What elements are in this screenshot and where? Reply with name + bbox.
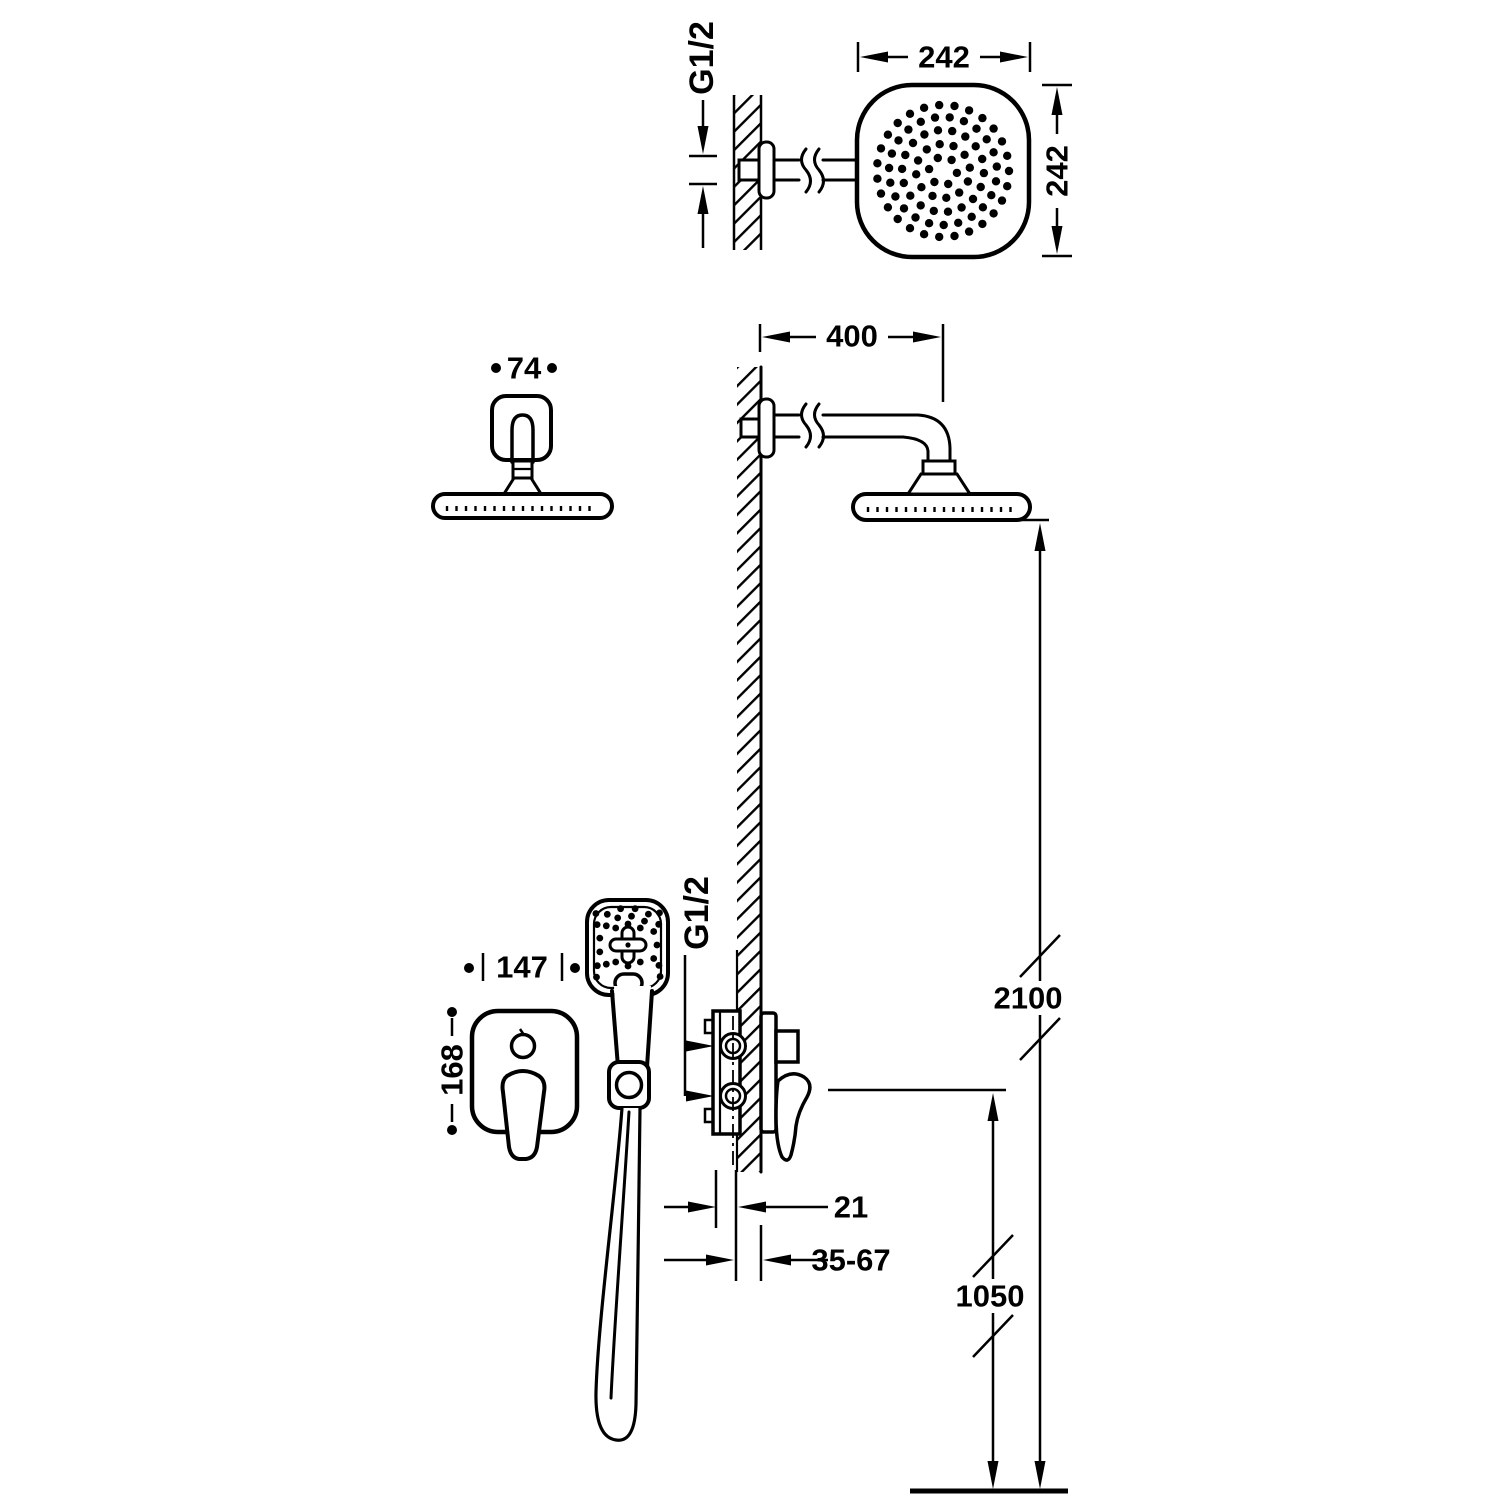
figure-mixer-plate: 147 168 xyxy=(435,950,580,1161)
break-slash-icon xyxy=(972,1314,1014,1358)
shower-arm-side xyxy=(772,402,952,463)
spray-mode-button xyxy=(608,925,648,965)
arrow-down-icon xyxy=(697,126,709,154)
head-collar xyxy=(921,459,957,476)
holder-knob xyxy=(614,1070,644,1100)
nozzle-dashes xyxy=(866,507,1012,512)
hand-shower-handle xyxy=(614,986,651,1067)
pipe-break-icon xyxy=(813,147,825,194)
dim-dot xyxy=(547,363,557,373)
pipe-break-icon xyxy=(800,402,812,449)
pipe-break-icon xyxy=(800,147,812,194)
valve-rough-body xyxy=(711,1009,742,1136)
dim-label-arm-projection: 400 xyxy=(826,319,878,354)
spray-nozzle-dots xyxy=(873,100,1014,242)
head-disc-side xyxy=(851,492,1032,522)
head-cone-side xyxy=(905,472,973,496)
figure-overhead-shower-front: G1/2 xyxy=(683,21,1075,260)
diverter-button xyxy=(509,1032,537,1060)
overhead-shower-face xyxy=(854,82,1032,260)
dim-plate-width: 147 xyxy=(464,950,580,985)
valve-trim-side xyxy=(759,1011,778,1134)
nozzle-dashes xyxy=(445,506,591,511)
thread-bracket xyxy=(683,955,714,1102)
arm-top-view xyxy=(510,413,535,464)
dim-label-head-height: 242 xyxy=(1040,145,1075,197)
mixer-lever-front xyxy=(500,1069,547,1161)
arm-flange xyxy=(757,397,776,459)
wall-pipe-stub xyxy=(737,158,762,182)
pipe-break-icon xyxy=(813,402,825,449)
wall-pipe-stub xyxy=(739,417,762,439)
hand-spray-dots xyxy=(592,905,664,981)
dim-dot xyxy=(491,363,501,373)
dim-label-plaster-min: 21 xyxy=(834,1190,868,1225)
figure-hand-shower: G1/2 xyxy=(585,876,716,1442)
dim-plate-height: 168 xyxy=(435,1007,470,1135)
dim-mixer-height: 1050 xyxy=(950,1093,1036,1489)
figure-valve-side: 21 35-67 1050 xyxy=(664,518,1072,1494)
dim-arm-projection: 400 xyxy=(758,319,945,402)
dim-head-height: 242 xyxy=(1040,83,1075,258)
break-slash-icon xyxy=(972,1234,1014,1278)
valve-lever-side xyxy=(774,1072,812,1162)
dim-head-height-floor: 2100 xyxy=(984,518,1072,1489)
figure-overhead-shower-top: 74 xyxy=(431,351,614,520)
break-slash-icon xyxy=(1019,934,1061,978)
dim-label-plate-height: 168 xyxy=(435,1044,470,1096)
dim-label-thread-valve: G1/2 xyxy=(678,876,716,950)
arrow-up-icon xyxy=(697,186,709,214)
dim-plaster-min: 21 xyxy=(664,1170,868,1281)
break-slash-icon xyxy=(1019,1017,1061,1061)
dim-embed-depth: 35-67 xyxy=(664,1225,891,1281)
dim-label-head-height-floor: 2100 xyxy=(994,981,1063,1016)
shower-arm xyxy=(772,147,860,194)
dim-label-head-width: 242 xyxy=(918,40,970,75)
dim-label-escutcheon-width: 74 xyxy=(507,351,542,386)
dim-label-embed-depth: 35-67 xyxy=(811,1243,890,1278)
dim-label-plate-width: 147 xyxy=(496,950,548,985)
hose-inner-line xyxy=(609,1110,631,1400)
dim-label-mixer-height: 1050 xyxy=(956,1279,1025,1314)
escutcheon-top-view xyxy=(490,394,553,462)
dim-head-width: 242 xyxy=(856,40,1032,75)
arm-flange xyxy=(757,140,776,200)
dim-label-thread-top: G1/2 xyxy=(683,21,721,95)
valve-outlet-stub xyxy=(774,1029,800,1064)
